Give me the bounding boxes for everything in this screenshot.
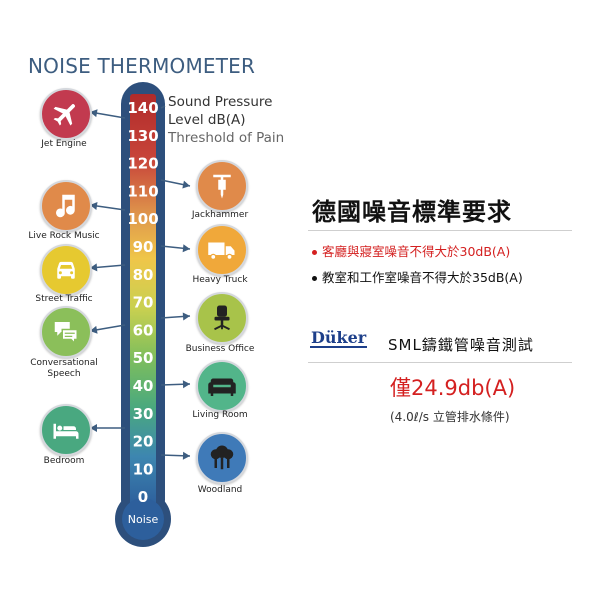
spl-line-1: Sound Pressure xyxy=(168,94,273,110)
test-title: SML鑄鐵管噪音測試 xyxy=(388,336,534,354)
bedroom-icon-badge xyxy=(40,404,92,456)
spl-line-3: Threshold of Pain xyxy=(168,130,285,146)
divider xyxy=(308,362,572,363)
scale-label-110: 110 xyxy=(127,182,158,200)
item-label-bedroom: Bedroom xyxy=(43,456,85,466)
arrow-head xyxy=(90,263,98,272)
bullet-classroom-studio: 教室和工作室噪音不得大於35dB(A) xyxy=(312,267,523,286)
bullet-text: 客廳與寢室噪音不得大於30dB(A) xyxy=(322,244,511,259)
scale-label-100: 100 xyxy=(127,210,158,228)
scale-label-140: 140 xyxy=(127,99,158,117)
item-label-living-room: Living Room xyxy=(192,410,248,420)
airplane-icon xyxy=(53,104,75,126)
scale-label-130: 130 xyxy=(127,127,158,145)
arrow-head xyxy=(182,180,190,189)
item-label-live-rock-music: Live Rock Music xyxy=(28,231,100,241)
page-title: NOISE THERMOMETER xyxy=(28,54,256,78)
bulb-label: Noise xyxy=(128,513,159,526)
item-label-conversational-speech: Conversational Speech xyxy=(30,358,98,379)
arrow-head xyxy=(182,380,190,389)
spl-line-2: Level dB(A) xyxy=(168,112,246,128)
scale-label-50: 50 xyxy=(133,349,154,367)
connector-arrows xyxy=(89,105,191,460)
bullet-dot xyxy=(312,276,317,281)
living-room-icon-badge xyxy=(196,360,248,412)
arrow-head xyxy=(182,244,190,253)
item-label-heavy-truck: Heavy Truck xyxy=(192,275,248,285)
scale-label-90: 90 xyxy=(133,238,154,256)
sofa-icon xyxy=(208,378,236,396)
divider xyxy=(308,230,572,231)
car-icon xyxy=(57,261,75,279)
item-label-street-traffic: Street Traffic xyxy=(35,294,93,304)
scale-label-70: 70 xyxy=(133,294,154,312)
thermometer-bulb xyxy=(122,498,164,540)
scale-label-30: 30 xyxy=(133,405,154,423)
bullet-text: 教室和工作室噪音不得大於35dB(A) xyxy=(322,270,523,285)
test-result: 僅24.9db(A) xyxy=(390,376,516,400)
office-chair-icon xyxy=(214,305,230,331)
jet-engine-icon-badge xyxy=(40,88,92,140)
scale-label-40: 40 xyxy=(133,377,154,395)
business-office-icon-badge xyxy=(196,292,248,344)
speech-icon-badge xyxy=(40,306,92,358)
item-label-jackhammer: Jackhammer xyxy=(191,210,249,220)
jackhammer-icon-badge xyxy=(196,160,248,212)
duker-logo: Düker xyxy=(310,328,368,348)
jackhammer-icon xyxy=(213,174,231,199)
thermometer-tube xyxy=(130,94,156,506)
arrow-head xyxy=(90,202,98,210)
connector-line xyxy=(160,105,166,109)
scale-label-20: 20 xyxy=(133,433,154,451)
german-standard-heading: 德國噪音標準要求 xyxy=(312,198,512,226)
woodland-icon-badge xyxy=(196,432,248,484)
speech-bubbles-icon xyxy=(54,322,78,346)
bullet-dot xyxy=(312,250,317,255)
music-note-icon xyxy=(56,194,75,218)
scale-label-80: 80 xyxy=(133,266,154,284)
sound-pressure-legend: Sound Pressure Level dB(A) Threshold of … xyxy=(168,93,284,147)
street-traffic-icon-badge xyxy=(40,244,92,296)
arrow-head xyxy=(90,424,97,432)
item-label-jet-engine: Jet Engine xyxy=(41,139,87,149)
rock-music-icon-badge xyxy=(40,180,92,232)
scale-label-0: 0 xyxy=(138,488,148,506)
arrow-head xyxy=(182,312,190,321)
arrow-head xyxy=(90,109,98,118)
item-label-business-office: Business Office xyxy=(185,344,255,354)
scale-label-10: 10 xyxy=(133,460,154,478)
item-label-woodland: Woodland xyxy=(197,485,243,495)
scale-label-60: 60 xyxy=(133,321,154,339)
arrow-head xyxy=(90,325,98,334)
heavy-truck-icon-badge xyxy=(196,224,248,276)
scale-label-120: 120 xyxy=(127,155,158,173)
truck-icon xyxy=(208,242,235,260)
bed-icon xyxy=(53,423,79,439)
trees-icon xyxy=(210,445,234,470)
test-condition: (4.0ℓ/s 立管排水條件) xyxy=(390,410,510,424)
arrow-head xyxy=(182,451,190,460)
bullet-living-bedroom: 客廳與寢室噪音不得大於30dB(A) xyxy=(312,241,510,260)
